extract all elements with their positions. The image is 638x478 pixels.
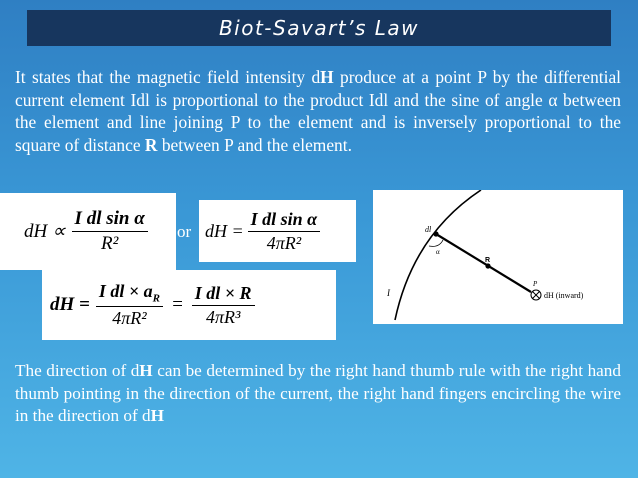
slide-title-bar: Biot-Savart’s Law bbox=[27, 10, 611, 46]
para2-bold-H-2: H bbox=[150, 406, 164, 425]
para2-text-2: can be determined by the right hand thum… bbox=[15, 361, 621, 425]
eq1-numerator: I dl sin α bbox=[71, 208, 148, 232]
distance-line-R bbox=[435, 233, 532, 293]
eq3-numerator-1-text: I dl × a bbox=[98, 281, 153, 302]
label-I: I bbox=[386, 288, 391, 298]
equation-proportional-box: dH ∝ I dl sin α R² bbox=[0, 193, 176, 270]
label-alpha: α bbox=[436, 248, 440, 256]
element-dot bbox=[433, 231, 439, 237]
para2-bold-H-1: H bbox=[139, 361, 153, 380]
eq3-denominator-1: 4πR² bbox=[112, 307, 147, 328]
para1-bold-H: H bbox=[320, 67, 334, 87]
para2-text-1: The direction of d bbox=[15, 361, 140, 380]
para1-bold-R: R bbox=[144, 134, 158, 155]
biot-savart-diagram: dl α R P I dH (inward) bbox=[373, 189, 623, 324]
or-label: or bbox=[177, 222, 192, 241]
alpha-arc bbox=[428, 239, 444, 247]
label-dl: dl bbox=[425, 225, 432, 234]
eq3-equals: = bbox=[170, 294, 184, 315]
eq2-denominator: 4πR² bbox=[266, 232, 302, 253]
midpoint-dot bbox=[485, 263, 491, 269]
direction-paragraph: The direction of dH can be determined by… bbox=[15, 360, 621, 428]
label-dH-inward: dH (inward) bbox=[544, 291, 584, 300]
inward-cross-2 bbox=[532, 291, 540, 299]
slide-title: Biot-Savart’s Law bbox=[218, 16, 420, 40]
equation-sine-box: dH = I dl sin α 4πR² bbox=[199, 200, 356, 262]
para1-text-2: produce at a point P by the differential… bbox=[15, 67, 622, 155]
label-R: R bbox=[485, 257, 490, 264]
eq1-fraction: I dl sin α R² bbox=[71, 208, 148, 255]
equation-vector-box: dH = I dl × aR 4πR² = I dl × R 4πR³ bbox=[42, 270, 336, 340]
eq3-numerator-2: I dl × R bbox=[191, 283, 255, 306]
label-P: P bbox=[532, 280, 538, 288]
para1-text-3: between P and the element. bbox=[157, 134, 352, 155]
wire-curve bbox=[394, 189, 482, 321]
eq3-lhs: dH = bbox=[50, 294, 90, 315]
eq3-fraction-2: I dl × R 4πR³ bbox=[191, 283, 255, 328]
eq1-denominator: R² bbox=[100, 233, 119, 254]
eq3-numerator-1-sub: R bbox=[152, 292, 160, 305]
eq2-numerator: I dl sin α bbox=[247, 209, 321, 232]
eq3-numerator-1: I dl × aR bbox=[95, 281, 163, 307]
para1-text-1: It states that the magnetic field intens… bbox=[15, 67, 321, 87]
eq2-fraction: I dl sin α 4πR² bbox=[247, 209, 321, 254]
eq3-fraction-1: I dl × aR 4πR² bbox=[95, 281, 163, 329]
eq1-lhs: dH ∝ bbox=[24, 221, 66, 242]
definition-paragraph: It states that the magnetic field intens… bbox=[15, 66, 621, 156]
diagram-svg: dl α R P I dH (inward) bbox=[386, 189, 584, 321]
eq3-denominator-2: 4πR³ bbox=[205, 306, 241, 327]
eq2-lhs: dH = bbox=[205, 220, 244, 241]
